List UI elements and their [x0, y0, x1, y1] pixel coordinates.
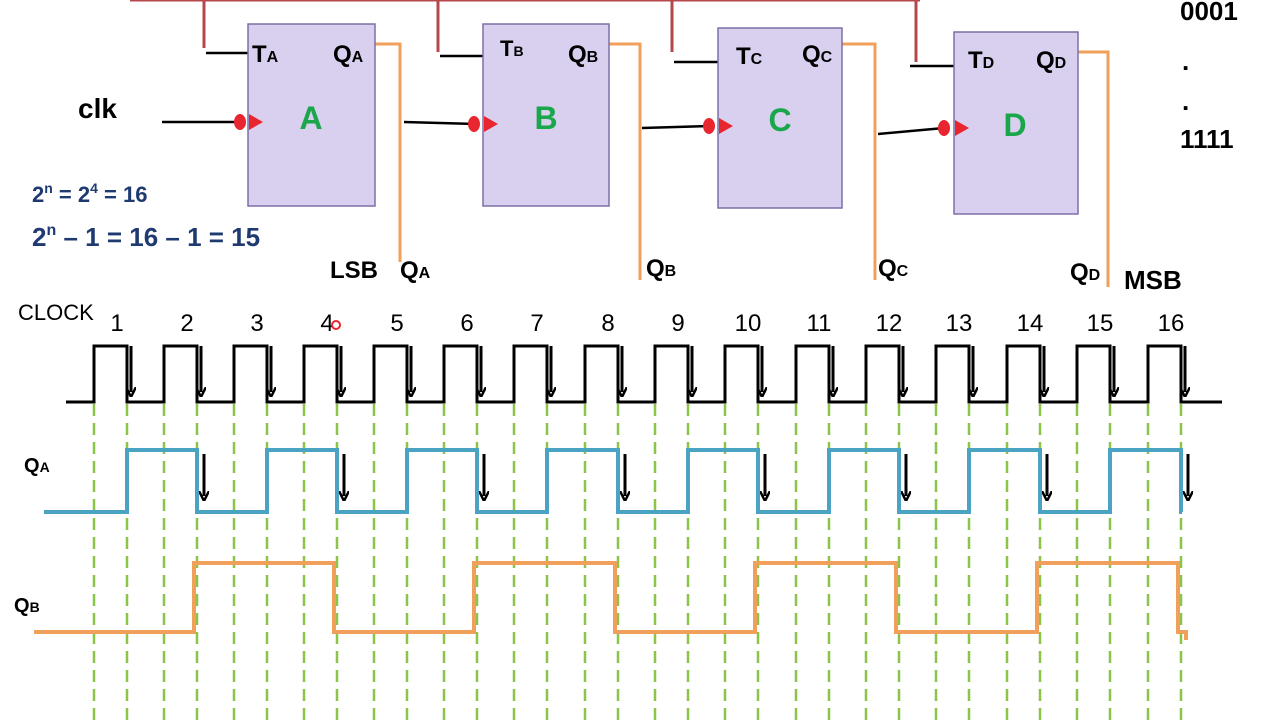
cursor-marker — [331, 320, 341, 330]
qb-to-c-clk — [641, 124, 711, 130]
pin-tc-label: TC — [736, 43, 763, 70]
flipflop-a-name: A — [299, 100, 322, 136]
clock-waveform — [66, 344, 1222, 404]
pin-td-label: TD — [968, 47, 994, 74]
clk-label: clk — [78, 93, 117, 124]
clock-label: CLOCK — [18, 300, 94, 325]
msb-label: MSB — [1124, 265, 1182, 295]
clock-number: 5 — [390, 310, 403, 337]
pin-qd-label: QD — [1036, 47, 1066, 74]
clock-number: 15 — [1087, 310, 1114, 337]
clk-dot-d — [938, 120, 950, 136]
t-input-wires — [130, 0, 920, 62]
clock-number: 8 — [601, 310, 614, 337]
flipflop-c-name: C — [768, 102, 791, 138]
sequence-first: 0001 — [1180, 0, 1238, 26]
clock-number: 4 — [320, 310, 333, 337]
clock-number: 2 — [180, 310, 193, 337]
pin-tb-label: TB — [500, 36, 524, 61]
pin-qa-label: QA — [333, 41, 364, 68]
lsb-label: LSB — [330, 257, 378, 284]
qa-to-b-clk — [403, 120, 477, 126]
clock-number: 16 — [1158, 310, 1185, 337]
sequence-dot-2: . — [1182, 86, 1189, 116]
qa-wave-label: QA — [24, 455, 50, 477]
flipflop-c — [717, 27, 843, 209]
flipflop-b-name: B — [534, 100, 557, 136]
qa-edge-arrows — [204, 454, 1188, 496]
qa-wire — [375, 42, 402, 262]
qd-wire — [1078, 50, 1110, 287]
clock-number: 13 — [946, 310, 973, 337]
clock-number: 12 — [876, 310, 903, 337]
flipflop-b — [482, 23, 610, 207]
output-qb-label: QB — [646, 255, 676, 282]
clock-number: 10 — [735, 310, 762, 337]
qb-wave-label: QB — [14, 595, 40, 617]
q-output-wires — [375, 42, 1110, 287]
sequence-dot-1: . — [1182, 46, 1189, 76]
pin-qc-label: QC — [802, 41, 833, 68]
qb-wire — [609, 42, 642, 280]
clock-wires — [162, 120, 945, 136]
clk-dot-c — [703, 118, 715, 134]
clock-number: 1 — [110, 310, 123, 337]
clock-markers — [234, 114, 969, 136]
clock-number: 6 — [460, 310, 473, 337]
output-qd-label: QD — [1070, 259, 1100, 286]
clk-dot-b — [468, 116, 480, 132]
clock-number: 14 — [1017, 310, 1044, 337]
clk-triangle-a — [249, 114, 263, 130]
qc-to-d-clk — [877, 126, 945, 136]
pin-ta-label: TA — [252, 41, 279, 68]
clk-dot-a — [234, 114, 246, 130]
flipflop-d — [953, 31, 1079, 215]
flipflop-a — [247, 23, 376, 207]
t-input-leads — [206, 51, 954, 68]
output-qa-label: QA — [400, 257, 431, 284]
qb-waveform — [34, 561, 1188, 640]
clock-number: 7 — [530, 310, 543, 337]
clock-number: 9 — [671, 310, 684, 337]
qa-waveform — [44, 448, 1183, 514]
sequence-last: 1111 — [1180, 124, 1234, 154]
pin-qb-label: QB — [568, 41, 598, 68]
clk-triangle-d — [955, 120, 969, 136]
formula-max-count: 2n – 1 = 16 – 1 = 15 — [32, 222, 260, 252]
clk-triangle-c — [719, 118, 733, 134]
output-qc-label: QC — [878, 255, 909, 282]
clock-edge-arrows — [131, 346, 1185, 392]
clock-number: 11 — [807, 310, 832, 337]
formula-states: 2n = 24 = 16 — [32, 180, 147, 207]
clock-number: 3 — [250, 310, 263, 337]
flipflop-d-name: D — [1003, 107, 1026, 143]
clk-triangle-b — [484, 116, 498, 132]
qc-wire — [842, 42, 877, 280]
